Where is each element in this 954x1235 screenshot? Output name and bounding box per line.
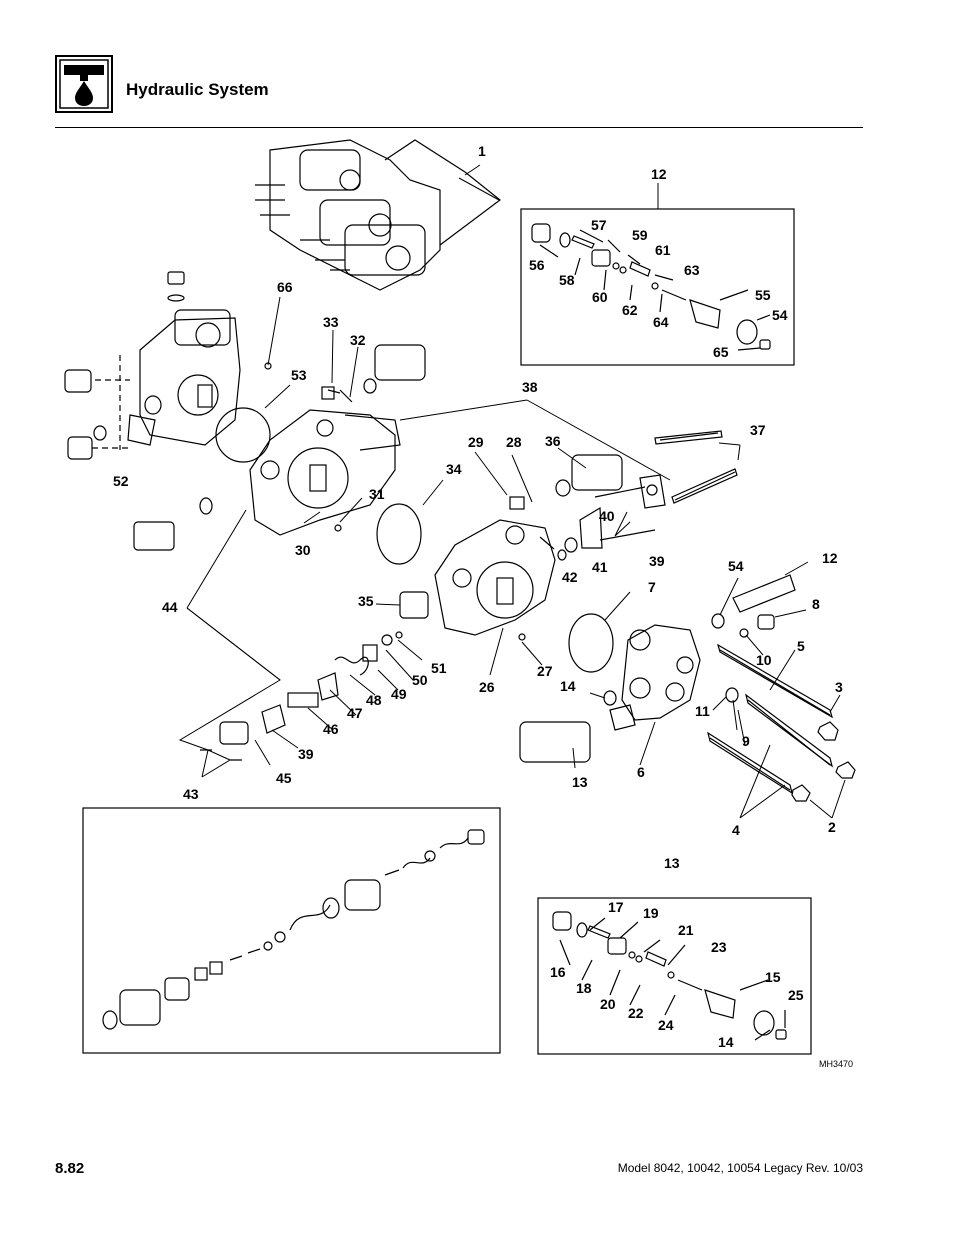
callout-13-inset: 13 xyxy=(664,855,680,871)
callout-59: 59 xyxy=(632,227,648,243)
callout-55: 55 xyxy=(755,287,771,303)
callout-54-top: 54 xyxy=(772,307,788,323)
callout-50: 50 xyxy=(412,672,428,688)
callout-63: 63 xyxy=(684,262,700,278)
callout-17: 17 xyxy=(608,899,624,915)
callout-56: 56 xyxy=(529,257,545,273)
o-ring-seals xyxy=(376,479,749,706)
callout-29: 29 xyxy=(468,434,484,450)
callout-42: 42 xyxy=(562,569,578,585)
page-number: 8.82 xyxy=(55,1160,85,1177)
callout-34: 34 xyxy=(446,461,462,477)
callout-54-right: 54 xyxy=(728,558,744,574)
callout-24: 24 xyxy=(658,1017,674,1033)
callout-66: 66 xyxy=(277,279,293,295)
callout-32: 32 xyxy=(350,332,366,348)
callout-6: 6 xyxy=(637,764,645,780)
callout-26: 26 xyxy=(479,679,495,695)
callout-57: 57 xyxy=(591,217,607,233)
callout-5: 5 xyxy=(797,638,805,654)
callout-46: 46 xyxy=(323,721,339,737)
callout-44: 44 xyxy=(162,599,178,615)
callout-60: 60 xyxy=(592,289,608,305)
callout-12: 12 xyxy=(651,166,667,182)
callout-27: 27 xyxy=(537,663,553,679)
callout-leader-lines xyxy=(178,164,846,819)
model-info: Model 8042, 10042, 10054 Legacy Rev. 10/… xyxy=(617,1161,863,1175)
callout-58: 58 xyxy=(559,272,575,288)
callout-28: 28 xyxy=(506,434,522,450)
callout-8: 8 xyxy=(812,596,820,612)
valve-assembly-overview xyxy=(255,139,501,291)
callout-15: 15 xyxy=(765,969,781,985)
callout-23: 23 xyxy=(711,939,727,955)
callout-48: 48 xyxy=(366,692,382,708)
callout-labels: 1 12 57 59 61 56 63 58 66 55 60 62 54 33… xyxy=(113,143,853,1069)
callout-11: 11 xyxy=(695,703,710,719)
callout-43: 43 xyxy=(183,786,199,802)
callout-18: 18 xyxy=(576,980,592,996)
callout-20: 20 xyxy=(600,996,616,1012)
outlet-section xyxy=(519,574,856,802)
callout-52: 52 xyxy=(113,473,129,489)
section-title: Hydraulic System xyxy=(126,80,269,99)
hydraulic-system-icon xyxy=(55,55,113,113)
callout-19: 19 xyxy=(643,905,659,921)
inset-relief-valve-12 xyxy=(520,208,795,366)
callout-1: 1 xyxy=(478,143,486,159)
work-section-30 xyxy=(133,344,426,551)
callout-31: 31 xyxy=(369,486,385,502)
callout-13-main: 13 xyxy=(572,774,588,790)
callout-41: 41 xyxy=(592,559,608,575)
work-section-26 xyxy=(399,454,623,641)
callout-35: 35 xyxy=(358,593,374,609)
header-divider xyxy=(55,127,863,128)
inset-relief-valve-13 xyxy=(537,897,812,1055)
callout-2: 2 xyxy=(828,819,836,835)
callout-12-right: 12 xyxy=(822,550,838,566)
callout-16: 16 xyxy=(550,964,566,980)
callout-62: 62 xyxy=(622,302,638,318)
tie-rods-and-gaskets xyxy=(557,430,738,561)
callout-36: 36 xyxy=(545,433,561,449)
callout-33: 33 xyxy=(323,314,339,330)
callout-37: 37 xyxy=(750,422,766,438)
callout-38: 38 xyxy=(522,379,538,395)
callout-14-inset: 14 xyxy=(718,1034,734,1050)
callout-53: 53 xyxy=(291,367,307,383)
callout-22: 22 xyxy=(628,1005,644,1021)
callout-21: 21 xyxy=(678,922,694,938)
callout-30: 30 xyxy=(295,542,311,558)
inset-exploded-view-left xyxy=(82,807,501,1054)
callout-61: 61 xyxy=(655,242,671,258)
callout-7: 7 xyxy=(648,579,656,595)
callout-40: 40 xyxy=(599,508,615,524)
callout-49: 49 xyxy=(391,686,407,702)
callout-14-main: 14 xyxy=(560,678,576,694)
callout-10: 10 xyxy=(756,652,772,668)
callout-47: 47 xyxy=(347,705,363,721)
callout-39-bottom: 39 xyxy=(298,746,314,762)
callout-3: 3 xyxy=(835,679,843,695)
callout-45: 45 xyxy=(276,770,292,786)
callout-64: 64 xyxy=(653,314,669,330)
callout-25: 25 xyxy=(788,987,804,1003)
callout-51: 51 xyxy=(431,660,447,676)
figure-id: MH3470 xyxy=(819,1059,853,1069)
inlet-section xyxy=(64,271,272,460)
callout-4: 4 xyxy=(732,822,740,838)
callout-65: 65 xyxy=(713,344,729,360)
callout-9: 9 xyxy=(742,733,750,749)
callout-39-top: 39 xyxy=(649,553,665,569)
relief-valve-parts xyxy=(200,631,403,761)
